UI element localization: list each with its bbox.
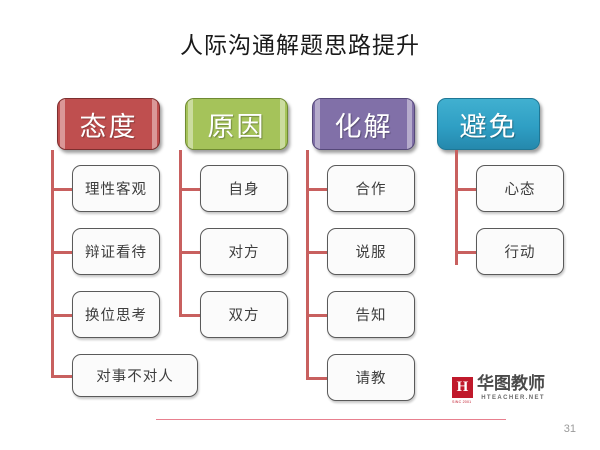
connector-spine-attitude <box>51 150 54 375</box>
footer-divider <box>156 419 506 420</box>
column-resolve: 化解 <box>312 98 415 150</box>
node-resolve-3[interactable]: 告知 <box>327 291 415 338</box>
connector-stub-avoid-2 <box>455 251 476 254</box>
logo-name-en: HTEACHER.NET <box>481 394 545 401</box>
connector-stub-avoid-1 <box>455 188 476 191</box>
connector-stub-attitude-2 <box>51 251 72 254</box>
header-chip-resolve[interactable]: 化解 <box>312 98 415 150</box>
header-chip-avoid[interactable]: 避免 <box>437 98 540 150</box>
connector-stub-resolve-2 <box>306 251 327 254</box>
connector-spine-cause <box>179 150 182 315</box>
node-attitude-1[interactable]: 理性客观 <box>72 165 160 212</box>
node-cause-2[interactable]: 对方 <box>200 228 288 275</box>
connector-stub-resolve-3 <box>306 314 327 317</box>
node-label: 心态 <box>504 182 536 198</box>
node-label: 行动 <box>504 245 536 261</box>
node-attitude-4[interactable]: 对事不对人 <box>72 354 198 397</box>
header-chip-label: 态度 <box>79 111 138 142</box>
header-chip-label: 化解 <box>334 111 393 142</box>
header-chip-attitude[interactable]: 态度 <box>57 98 160 150</box>
header-chip-label: 原因 <box>207 111 266 142</box>
node-cause-1[interactable]: 自身 <box>200 165 288 212</box>
connector-stub-resolve-1 <box>306 188 327 191</box>
header-chip-label: 避免 <box>459 111 518 142</box>
node-cause-3[interactable]: 双方 <box>200 291 288 338</box>
logo-wordmark: 华图教师 HTEACHER.NET <box>477 374 545 401</box>
bevel-left-decor <box>60 99 65 149</box>
logo-mark-letter: H <box>456 379 469 395</box>
connector-stub-cause-2 <box>179 251 200 254</box>
node-label: 理性客观 <box>85 182 147 198</box>
bevel-left-decor <box>315 99 320 149</box>
node-label: 合作 <box>355 182 387 198</box>
connector-stub-cause-3 <box>179 314 200 317</box>
node-label: 对事不对人 <box>96 369 174 385</box>
node-resolve-1[interactable]: 合作 <box>327 165 415 212</box>
logo-mark-icon: H SINC 2001 <box>452 377 473 404</box>
page-title: 人际沟通解题思路提升 <box>180 33 420 58</box>
column-cause: 原因 <box>185 98 288 150</box>
connector-stub-resolve-4 <box>306 377 327 380</box>
connector-stub-attitude-1 <box>51 188 72 191</box>
node-resolve-4[interactable]: 请教 <box>327 354 415 401</box>
node-attitude-3[interactable]: 换位思考 <box>72 291 160 338</box>
node-label: 告知 <box>355 308 387 324</box>
brand-logo: H SINC 2001 华图教师 HTEACHER.NET <box>452 374 545 404</box>
node-avoid-2[interactable]: 行动 <box>476 228 564 275</box>
node-label: 换位思考 <box>85 308 147 324</box>
connector-stub-attitude-4 <box>51 375 72 378</box>
node-label: 双方 <box>228 308 260 324</box>
bevel-right-decor <box>407 99 412 149</box>
bevel-right-decor <box>152 99 157 149</box>
node-label: 自身 <box>228 182 260 198</box>
node-label: 辩证看待 <box>85 245 147 261</box>
node-label: 对方 <box>228 245 260 261</box>
connector-spine-resolve <box>306 150 309 378</box>
bevel-right-decor <box>280 99 285 149</box>
page-number: 31 <box>563 423 576 435</box>
logo-name-cn: 华图教师 <box>477 374 545 394</box>
connector-stub-cause-1 <box>179 188 200 191</box>
connector-spine-avoid <box>455 150 458 265</box>
connector-stub-attitude-3 <box>51 314 72 317</box>
column-attitude: 态度 <box>57 98 160 150</box>
bevel-left-decor <box>188 99 193 149</box>
node-label: 说服 <box>355 245 387 261</box>
node-avoid-1[interactable]: 心态 <box>476 165 564 212</box>
node-attitude-2[interactable]: 辩证看待 <box>72 228 160 275</box>
header-chip-cause[interactable]: 原因 <box>185 98 288 150</box>
column-avoid: 避免 <box>437 98 540 150</box>
node-label: 请教 <box>355 371 387 387</box>
logo-established-text: SINC 2001 <box>452 400 472 404</box>
node-resolve-2[interactable]: 说服 <box>327 228 415 275</box>
